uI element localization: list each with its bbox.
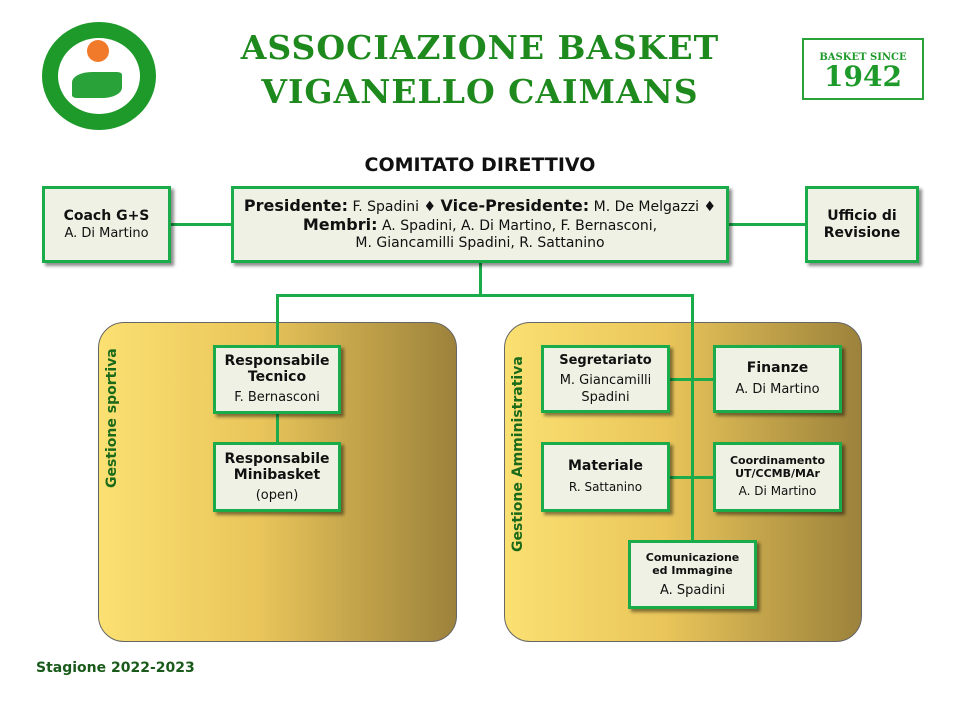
- vice-name: M. De Melgazzi ♦: [593, 199, 717, 215]
- coordinamento-title: Coordinamento UT/CCMB/MAr: [729, 454, 826, 480]
- admin-label: Gestione Amministrativa: [510, 356, 526, 552]
- comunicazione-box: Comunicazione ed Immagine A. Spadini: [628, 540, 757, 609]
- president-label: Presidente:: [243, 196, 348, 215]
- president-box: Presidente: F. Spadini ♦ Vice-Presidente…: [231, 186, 729, 263]
- sport-label: Gestione sportiva: [104, 348, 120, 488]
- members-line2: M. Giancamilli Spadini, R. Sattanino: [355, 235, 605, 251]
- materiale-box: Materiale R. Sattanino: [541, 442, 670, 512]
- materiale-name: R. Sattanino: [568, 480, 643, 494]
- coach-title: Coach G+S: [63, 207, 150, 224]
- audit-box: Ufficio di Revisione: [805, 186, 919, 263]
- coordinamento-box: Coordinamento UT/CCMB/MAr A. Di Martino: [713, 442, 842, 512]
- tecnico-box: Responsabile Tecnico F. Bernasconi: [213, 345, 341, 414]
- minibasket-box: Responsabile Minibasket (open): [213, 442, 341, 512]
- connector: [729, 223, 805, 226]
- comunicazione-title: Comunicazione ed Immagine: [645, 550, 740, 577]
- tecnico-name: F. Bernasconi: [234, 390, 320, 405]
- connector: [670, 476, 714, 479]
- comunicazione-name: A. Spadini: [659, 582, 726, 598]
- season-label: Stagione 2022-2023: [36, 660, 195, 676]
- since-1942-logo: BASKET SINCE 1942: [802, 38, 924, 100]
- materiale-title: Materiale: [567, 458, 643, 474]
- members-line1: A. Spadini, A. Di Martino, F. Bernasconi…: [381, 218, 658, 234]
- logo-caption: BASKET SINCE: [819, 52, 907, 63]
- coach-box: Coach G+S A. Di Martino: [42, 186, 171, 263]
- minibasket-title: Responsabile Minibasket: [224, 450, 330, 483]
- tecnico-title: Responsabile Tecnico: [224, 353, 330, 385]
- president-name: F. Spadini ♦: [352, 199, 437, 215]
- connector: [276, 294, 694, 297]
- connector: [276, 412, 279, 444]
- members-label: Membri:: [302, 215, 378, 234]
- segretariato-title: Segretariato: [559, 353, 652, 368]
- title-line2: VIGANELLO CAIMANS: [261, 72, 699, 111]
- vice-label: Vice-Presidente:: [440, 196, 590, 215]
- coach-name: A. Di Martino: [64, 225, 149, 241]
- club-logo: [42, 22, 156, 130]
- coordinamento-name: A. Di Martino: [738, 484, 817, 498]
- finanze-title: Finanze: [746, 360, 809, 376]
- committee-heading: COMITATO DIRETTIVO: [364, 154, 596, 176]
- connector: [691, 294, 694, 542]
- minibasket-name: (open): [255, 487, 299, 503]
- segretariato-box: Segretariato M. Giancamilli Spadini: [541, 345, 670, 413]
- connector: [670, 378, 714, 381]
- title-line1: ASSOCIAZIONE BASKET: [240, 28, 720, 67]
- connector: [479, 263, 482, 296]
- logo-year: 1942: [824, 60, 902, 93]
- segretariato-name: M. Giancamilli Spadini: [559, 373, 652, 405]
- audit-title: Ufficio di Revisione: [823, 207, 901, 241]
- finanze-box: Finanze A. Di Martino: [713, 345, 842, 413]
- connector: [276, 294, 279, 346]
- connector: [171, 223, 231, 226]
- finanze-name: A. Di Martino: [735, 382, 820, 397]
